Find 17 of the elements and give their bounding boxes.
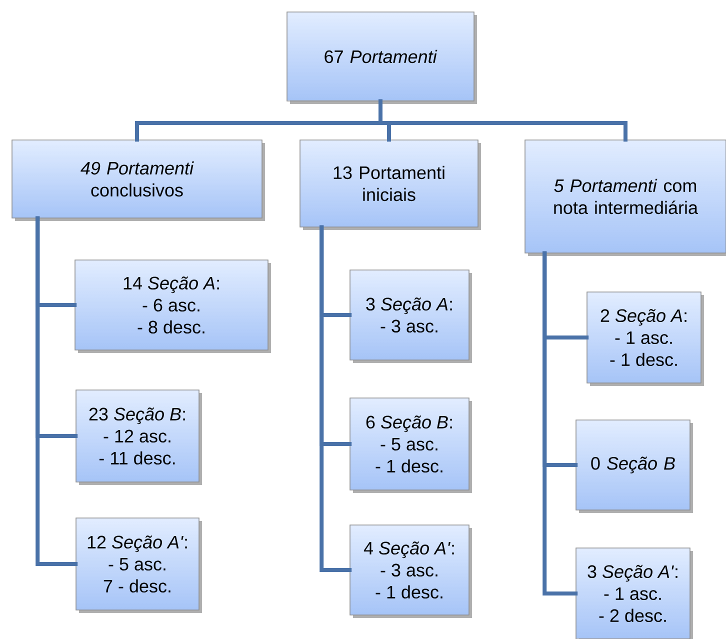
text-box: 6 Seção B: - 5 asc. - 1 desc. [350, 398, 470, 490]
text-box: 4 Seção A': - 3 asc. - 1 desc. [350, 524, 470, 616]
text-box: 0 Seção B [576, 420, 690, 510]
text-box: 5 Portamenti com nota intermediária [524, 140, 726, 254]
text-box: 49 Portamenti conclusivos [12, 140, 262, 218]
text-box: 23 Seção B: - 12 asc. - 11 desc. [76, 390, 200, 482]
text-box: 13 Portamenti iniciais [300, 140, 478, 228]
connector-line [542, 251, 578, 596]
text-box: 3 Seção A: - 3 asc. [350, 270, 470, 360]
text-box: 67 Portamenti [286, 12, 474, 102]
connector-line [320, 225, 352, 572]
text-box: 12 Seção A': - 5 asc. 7 - desc. [76, 518, 200, 610]
text-box: 14 Seção A: - 6 asc. - 8 desc. [74, 260, 268, 350]
text-box: 3 Seção A': - 1 asc. - 2 desc. [576, 548, 690, 639]
text-box: 2 Seção A: - 1 asc. - 1 desc. [586, 292, 702, 384]
connector-line [378, 99, 628, 142]
connector-line [36, 216, 78, 566]
